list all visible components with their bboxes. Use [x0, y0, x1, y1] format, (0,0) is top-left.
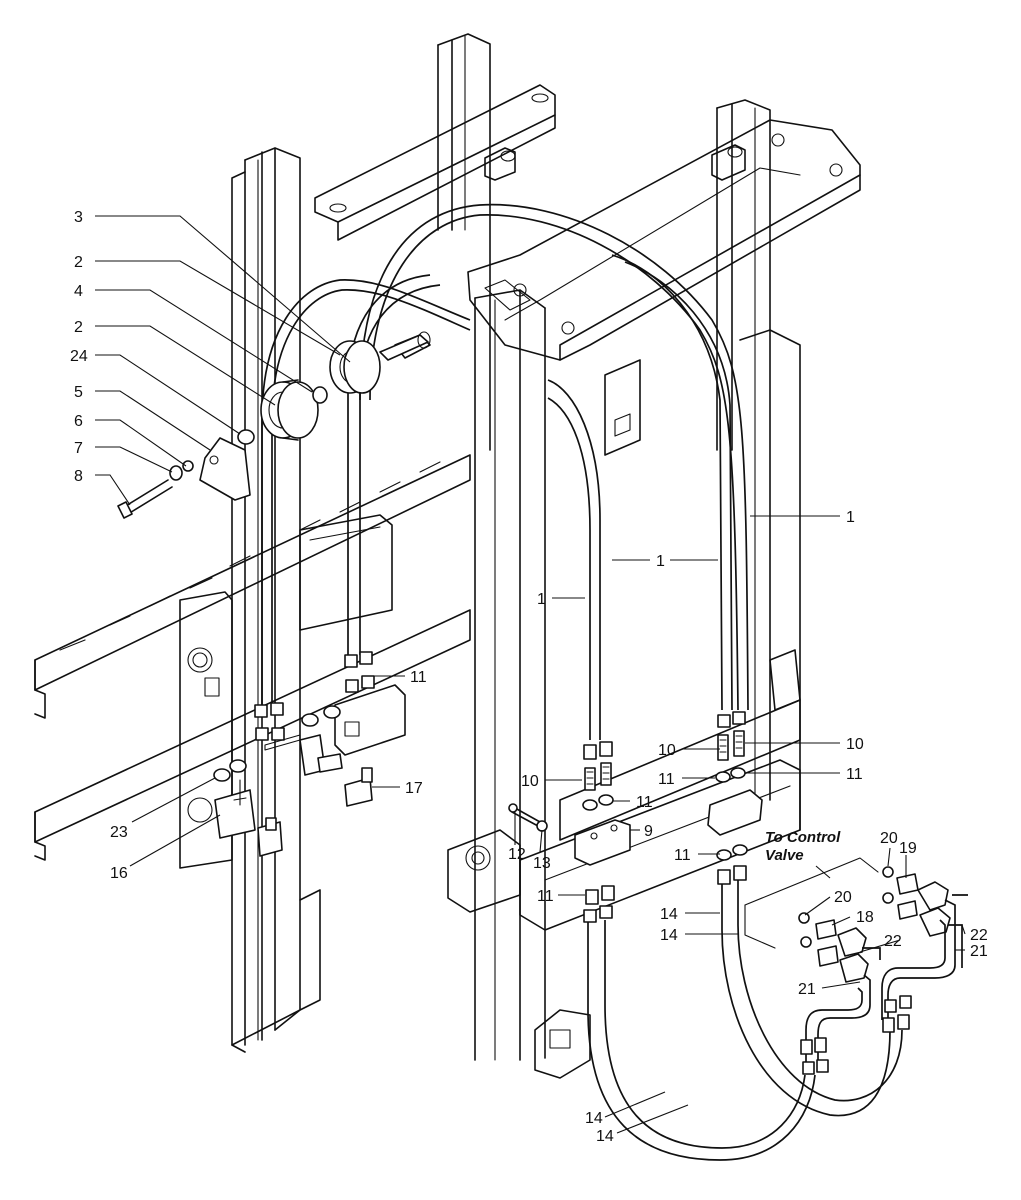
callout-11-right: 11	[846, 766, 863, 783]
callout-10-right: 10	[846, 736, 864, 753]
callout-16: 16	[110, 865, 128, 882]
callout-20: 20	[834, 889, 852, 906]
callout-1-right: 1	[846, 509, 855, 526]
callout-21-left: 21	[798, 981, 816, 998]
callout-10-left: 10	[658, 742, 676, 759]
sheave-shaft	[237, 331, 431, 445]
callout-14-d: 14	[596, 1128, 614, 1145]
callout-22-right: 22	[970, 927, 988, 944]
callout-19: 19	[899, 840, 917, 857]
callout-7: 7	[74, 440, 83, 457]
callout-3: 3	[74, 209, 83, 226]
callout-5: 5	[74, 384, 83, 401]
callout-17: 17	[405, 780, 423, 797]
callout-2: 2	[74, 319, 83, 336]
callout-labels: 3 2 4 2 24 5 6 7 8 1 1 1 11 10 10 11 11 …	[70, 209, 988, 1145]
callout-8: 8	[74, 468, 83, 485]
callout-14-c: 14	[585, 1110, 603, 1127]
callout-11-lower: 11	[537, 888, 554, 905]
callout-20-top: 20	[880, 830, 898, 847]
callout-2-top: 2	[74, 254, 83, 271]
callout-1-left: 1	[537, 591, 546, 608]
callout-21-right: 21	[970, 943, 988, 960]
hoses-rear	[261, 203, 749, 740]
fitting-cluster-left	[213, 651, 406, 857]
leader-lines	[95, 215, 966, 1134]
rear-mast-frame	[231, 33, 556, 1053]
callout-12: 12	[508, 846, 526, 863]
fork-carriage	[34, 454, 471, 869]
sheave-right	[329, 340, 381, 394]
control-valve-fittings	[744, 857, 968, 1075]
callout-22-left: 22	[884, 933, 902, 950]
control-valve-note-line1: To Control	[765, 829, 841, 846]
callout-11-bracket: 11	[636, 794, 653, 811]
callout-11-upper: 11	[410, 669, 427, 686]
hoses-lower	[587, 880, 903, 1161]
sheave-bracket	[117, 437, 251, 519]
callout-4: 4	[74, 283, 83, 300]
callout-14-a: 14	[660, 906, 678, 923]
callout-9: 9	[644, 823, 653, 840]
callout-23: 23	[110, 824, 128, 841]
callout-18: 18	[856, 909, 874, 926]
inner-mast-frame	[394, 99, 861, 1079]
callout-1-center: 1	[656, 553, 665, 570]
callout-11-center: 11	[674, 847, 691, 864]
callout-14-b: 14	[660, 927, 678, 944]
callout-10-lower: 10	[521, 773, 539, 790]
callout-6: 6	[74, 413, 83, 430]
callout-13: 13	[533, 855, 551, 872]
callout-11-mid: 11	[658, 771, 675, 788]
callout-24: 24	[70, 348, 88, 365]
sheave-left	[260, 379, 319, 441]
control-valve-note-line2: Valve	[765, 847, 804, 864]
